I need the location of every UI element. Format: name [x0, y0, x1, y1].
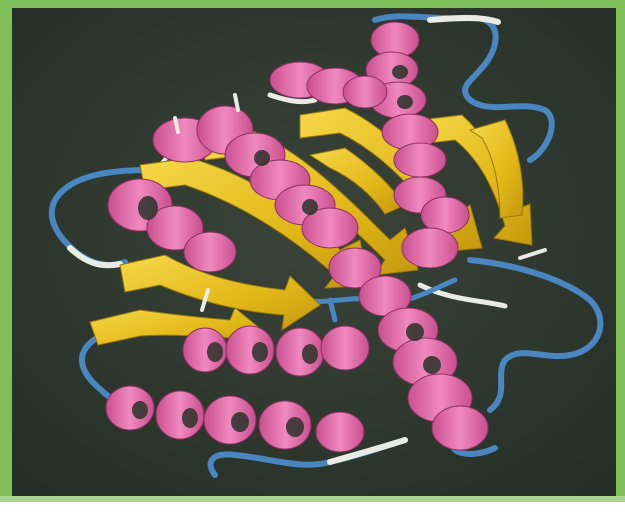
bottom-edge-strip	[0, 496, 625, 502]
